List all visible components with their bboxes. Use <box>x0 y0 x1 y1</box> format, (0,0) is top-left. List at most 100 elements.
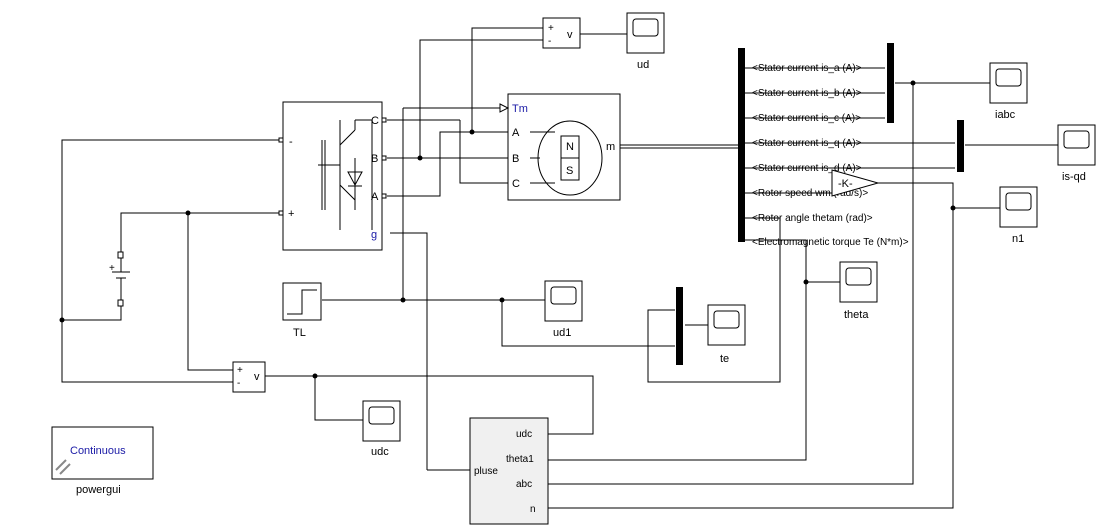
bus-signal-isb: <Stator current is_b (A)> <box>752 88 862 99</box>
port-square <box>381 117 387 123</box>
scope-screen-icon <box>995 68 1022 87</box>
sum-bottom-plus: + <box>237 365 243 376</box>
scope-ud-label: ud <box>637 59 649 71</box>
junction-dot <box>185 210 191 216</box>
mux-isqd[interactable] <box>957 120 964 172</box>
sub-output-pluse: pluse <box>474 466 498 477</box>
pulse-subsystem[interactable]: udc theta1 abc n pluse <box>469 417 549 525</box>
bus-signal-theta: <Rotor angle thetam (rad)> <box>752 213 873 224</box>
junction-dot <box>803 279 809 285</box>
dc-source[interactable]: + <box>109 251 130 307</box>
motor-block[interactable]: N S Tm A B C m <box>499 93 621 201</box>
scope-iabc-label: iabc <box>995 109 1016 121</box>
motor-port-a: A <box>512 127 520 139</box>
port-c: C <box>371 115 379 127</box>
powergui-block[interactable]: Continuous powergui <box>51 426 154 496</box>
powergui-mode: Continuous <box>70 445 126 457</box>
junction-dot <box>400 297 406 303</box>
scope-isqd-label: is-qd <box>1062 171 1086 183</box>
scope-ud[interactable]: ud <box>626 12 665 71</box>
bus-selector[interactable]: <Stator current is_a (A)> <Stator curren… <box>738 48 909 248</box>
tl-label: TL <box>293 327 306 339</box>
bus-bar[interactable] <box>738 48 745 242</box>
scope-screen-icon <box>1005 192 1032 211</box>
scope-n1[interactable]: n1 <box>999 186 1038 245</box>
junctions <box>59 80 956 379</box>
sub-input-udc: udc <box>516 429 532 440</box>
port-b: B <box>371 153 378 165</box>
motor-port-m: m <box>606 141 615 153</box>
mux-te[interactable] <box>676 287 683 365</box>
scope-theta[interactable]: theta <box>839 261 878 321</box>
motor-port-b: B <box>512 153 519 165</box>
wire-sumb-udc[interactable] <box>265 375 363 421</box>
dc-terminal <box>117 251 124 259</box>
junction-dot <box>59 317 65 323</box>
junction-dot <box>499 297 505 303</box>
wire-dc-plus-sum[interactable] <box>187 213 233 371</box>
scope-is-qd[interactable]: is-qd <box>1057 124 1096 183</box>
wire-torque[interactable] <box>548 239 807 461</box>
scope-udc[interactable]: udc <box>362 400 401 458</box>
scope-ud1[interactable]: ud1 <box>544 280 583 339</box>
wire-a-to-motor[interactable] <box>387 131 508 197</box>
sum-top-plus: + <box>548 23 554 34</box>
inverter-body[interactable] <box>282 101 383 251</box>
mux-iabc[interactable] <box>887 43 894 123</box>
scope-te[interactable]: te <box>707 304 746 365</box>
scope-screen-icon <box>713 310 740 329</box>
scope-screen-icon <box>368 406 395 425</box>
scope-te-label: te <box>720 353 729 365</box>
subsystem-body[interactable] <box>469 417 549 525</box>
wire-dc-minus-sum[interactable] <box>61 320 233 383</box>
wire-c-to-motor[interactable] <box>459 120 508 184</box>
pole-s: S <box>566 165 573 177</box>
sum-block-bottom[interactable]: + - v <box>232 361 266 393</box>
sum-bottom-minus: - <box>237 378 240 389</box>
wire-dc-plus[interactable] <box>120 212 283 255</box>
wire-tl-te[interactable] <box>501 300 675 347</box>
sum-top-minus: - <box>548 36 551 47</box>
gain-block[interactable]: -K- <box>831 169 880 197</box>
pole-n: N <box>566 141 574 153</box>
sub-input-n: n <box>530 504 536 515</box>
wire-a-to-sum[interactable] <box>471 27 543 132</box>
motor-port-c: C <box>512 178 520 190</box>
junction-dot <box>469 129 475 135</box>
wire-dc-minus[interactable] <box>61 139 283 321</box>
port-square <box>278 137 284 143</box>
port-g: g <box>371 229 377 241</box>
dc-plus-label: + <box>109 263 115 274</box>
sum-bottom-body[interactable] <box>232 361 266 393</box>
wire-abc-sub[interactable] <box>548 83 914 485</box>
igbt-icon <box>318 119 373 230</box>
sum-top-body[interactable] <box>542 17 581 49</box>
wires <box>61 27 1058 509</box>
bus-signal-torque: <Electromagnetic torque Te (N*m)> <box>752 237 909 248</box>
scope-screen-icon <box>1063 130 1090 149</box>
wire-n-sub[interactable] <box>548 182 954 509</box>
scope-screen-icon <box>845 267 872 286</box>
tl-step-block[interactable]: TL <box>282 282 322 339</box>
gain-body[interactable] <box>831 169 880 197</box>
battery-icon <box>112 258 130 300</box>
diode-bar-icon <box>348 158 362 200</box>
port-square <box>381 193 387 199</box>
port-plus: + <box>288 208 294 220</box>
motor-port-tm: Tm <box>512 103 528 115</box>
junction-dot <box>950 205 956 211</box>
port-a: A <box>371 191 379 203</box>
scope-iabc[interactable]: iabc <box>989 62 1028 121</box>
wire-pluse-g[interactable] <box>390 232 428 470</box>
sum-block-top[interactable]: + - v <box>542 17 581 49</box>
port-minus: - <box>289 136 293 148</box>
wire-theta-te[interactable] <box>647 217 781 383</box>
motor-stubs <box>530 131 555 184</box>
wire-udc-sub[interactable] <box>315 375 594 435</box>
arrow-icon <box>499 103 510 113</box>
powergui-body[interactable] <box>51 426 154 480</box>
sub-input-theta1: theta1 <box>506 454 534 465</box>
scope-screen-icon <box>632 18 659 37</box>
inverter-block[interactable]: - + C B A g <box>278 101 387 251</box>
